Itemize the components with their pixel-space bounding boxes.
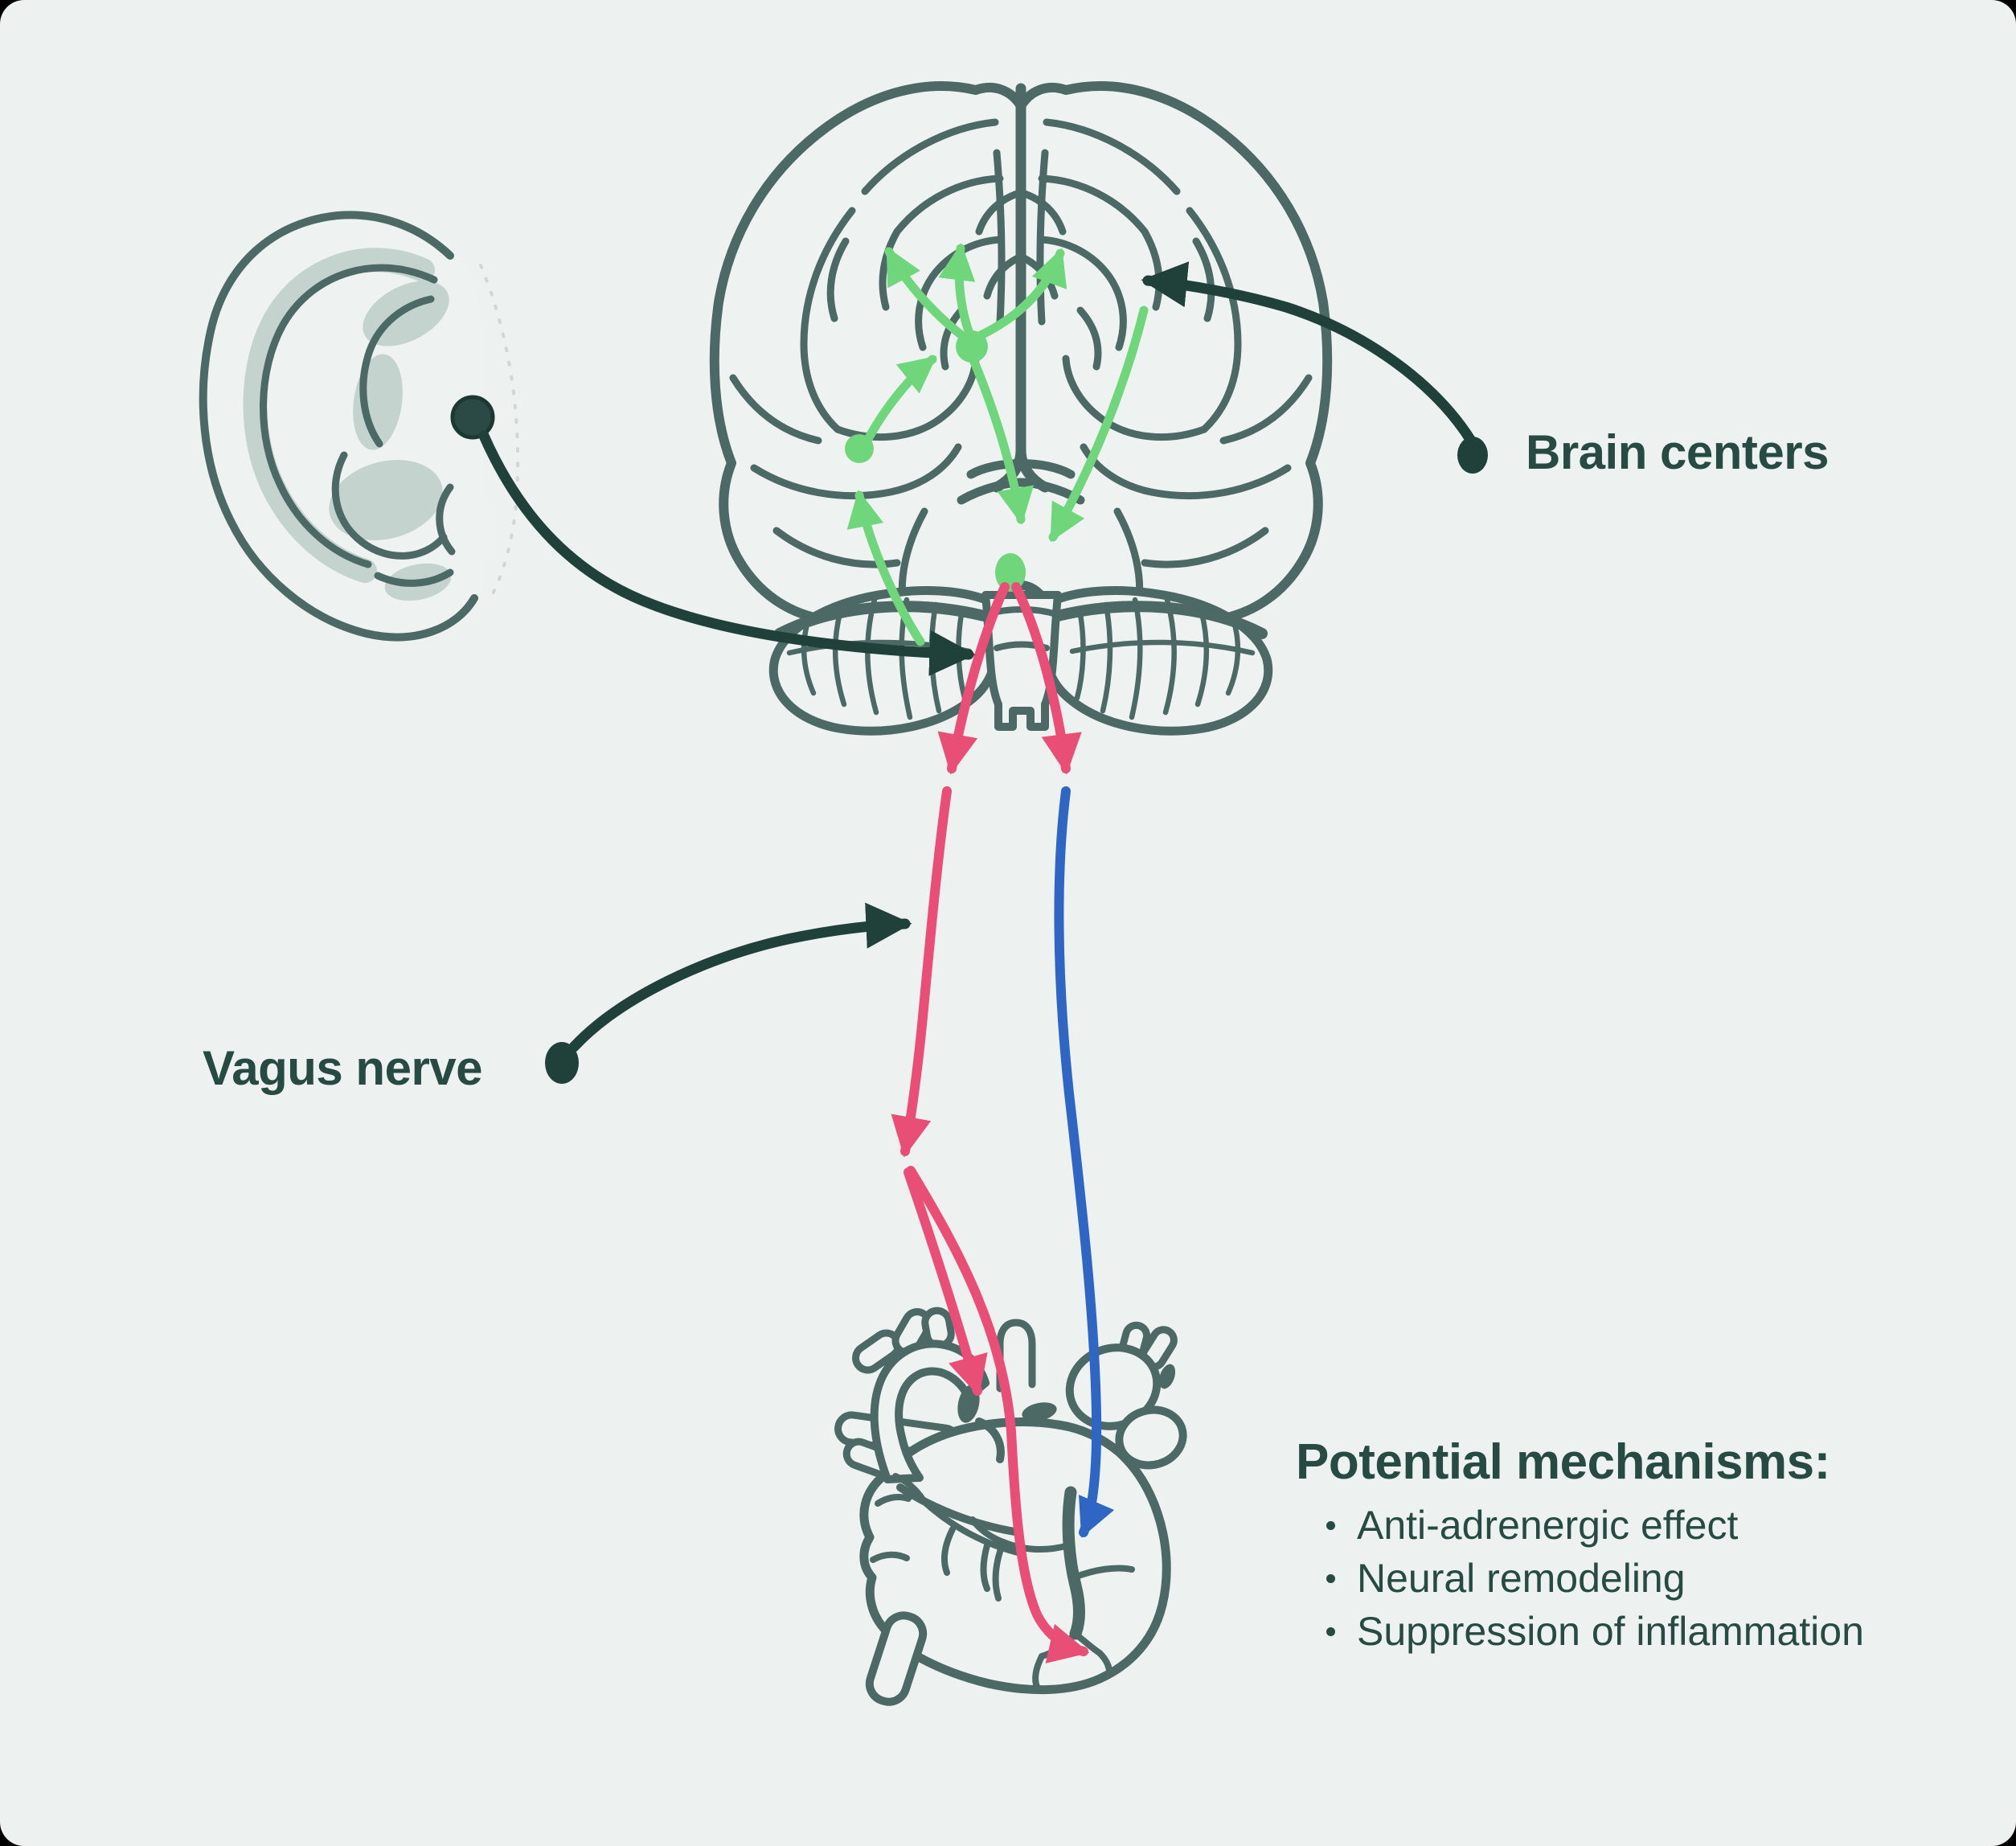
ear-illustration	[199, 211, 520, 642]
brain-centers-label: Brain centers	[1526, 425, 1830, 479]
brain-centers-green-pathways	[845, 243, 1149, 646]
bullet-dot-icon	[1326, 1573, 1335, 1583]
vagus-nerve-blue-pathway	[1054, 786, 1115, 1538]
vagus-nerve-arrow	[568, 902, 912, 1052]
bullet-dot-icon	[1326, 1520, 1335, 1530]
potential-mechanisms-list: Anti-adrenergic effect Neural remodeling…	[1296, 1499, 1987, 1658]
mechanism-text: Neural remodeling	[1357, 1556, 1686, 1601]
list-item: Neural remodeling	[1296, 1552, 1987, 1605]
mechanism-text: Suppression of inflammation	[1357, 1609, 1864, 1654]
list-item: Suppression of inflammation	[1296, 1605, 1987, 1658]
brain-center-node-left	[845, 434, 874, 463]
potential-mechanisms-panel: Potential mechanisms: Anti-adrenergic ef…	[1296, 1436, 1987, 1658]
ear-to-brainstem-arrow	[478, 430, 976, 676]
brain-center-node-upper	[956, 330, 988, 363]
list-item: Anti-adrenergic effect	[1296, 1499, 1987, 1552]
vagus-nerve-label: Vagus nerve	[203, 1041, 483, 1095]
brain-illustration	[709, 81, 1333, 736]
cerebellum	[768, 586, 1273, 736]
bullet-dot-icon	[1326, 1627, 1335, 1636]
brainstem	[981, 591, 1062, 731]
brain-centers-arrow	[1141, 261, 1477, 446]
brainstem-nucleus-node	[995, 553, 1026, 592]
mechanism-text: Anti-adrenergic effect	[1357, 1503, 1739, 1548]
face-boundary-dotted-line	[479, 264, 520, 605]
ear-stimulation-point-dot	[450, 395, 495, 440]
annotation-arrows	[478, 261, 1488, 1084]
heart-illustration	[834, 1307, 1187, 1706]
potential-mechanisms-title: Potential mechanisms:	[1296, 1434, 1830, 1490]
brain-centers-dot	[1457, 437, 1488, 474]
vagus-nerve-dot	[545, 1042, 579, 1084]
